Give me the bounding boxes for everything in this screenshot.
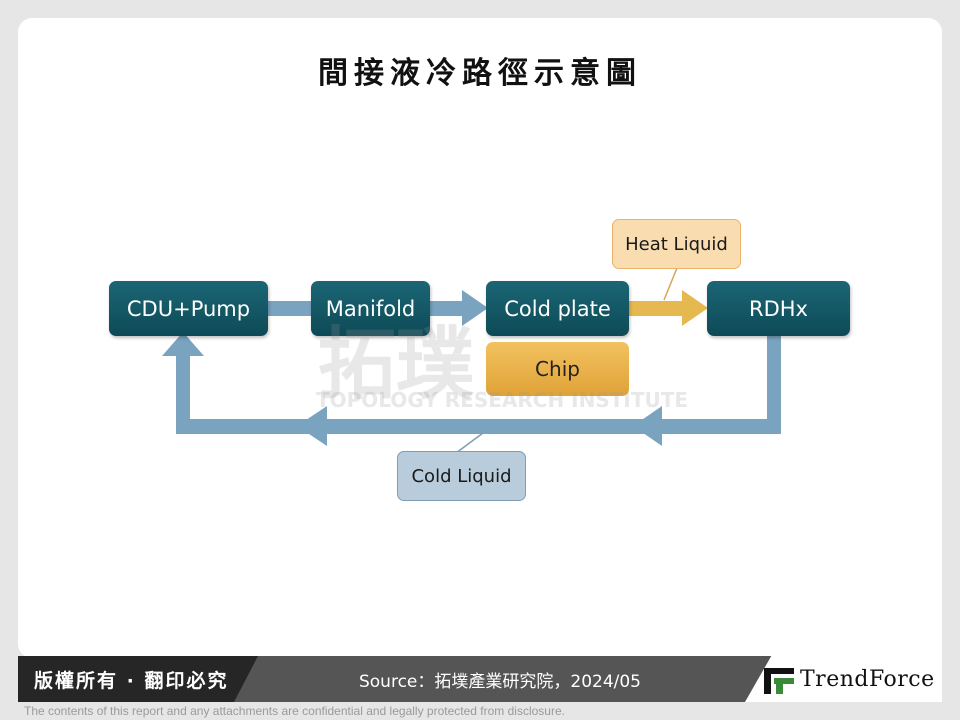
cold-flow-arrowhead-right: [633, 406, 662, 446]
cdu-pump-node: CDU+Pump: [109, 281, 268, 336]
cold-flow-arrowhead-up: [162, 332, 204, 356]
cold-liquid-callout: Cold Liquid: [397, 451, 526, 501]
trendforce-logo-text: TrendForce: [800, 667, 935, 692]
cold-flow-down-segment: [767, 334, 781, 434]
cold-plate-node: Cold plate: [486, 281, 629, 336]
cold-flow-bottom-segment: [176, 419, 781, 434]
heat-flow-segment: [628, 301, 684, 316]
cold-flow-up-segment: [176, 354, 190, 434]
chip-node: Chip: [486, 342, 629, 396]
heat-flow-arrowhead: [682, 290, 708, 326]
trendforce-logo-icon: [764, 668, 794, 694]
cold-flow-connector-cdu-manifold: [267, 301, 313, 316]
heat-flow: [628, 290, 708, 326]
cold-flow-loop: [162, 290, 781, 446]
cold-callout-pointer: [455, 432, 484, 454]
slide-card: [18, 18, 942, 658]
heat-liquid-callout: Heat Liquid: [612, 219, 741, 269]
manifold-node: Manifold: [311, 281, 430, 336]
copyright-banner: 版權所有 · 翻印必究: [18, 656, 258, 702]
cold-flow-connector-manifold-coldplate: [428, 301, 464, 316]
heat-callout-pointer: [663, 267, 678, 301]
diagram-title: 間接液冷路徑示意圖: [318, 56, 642, 91]
disclaimer-text: The contents of this report and any atta…: [24, 704, 565, 718]
rdhx-node: RDHx: [707, 281, 850, 336]
source-text: Source：拓墣產業研究院，2024/05: [358, 671, 641, 692]
cold-flow-arrowhead-left: [297, 406, 327, 446]
cold-flow-arrowhead-coldplate: [462, 290, 488, 326]
